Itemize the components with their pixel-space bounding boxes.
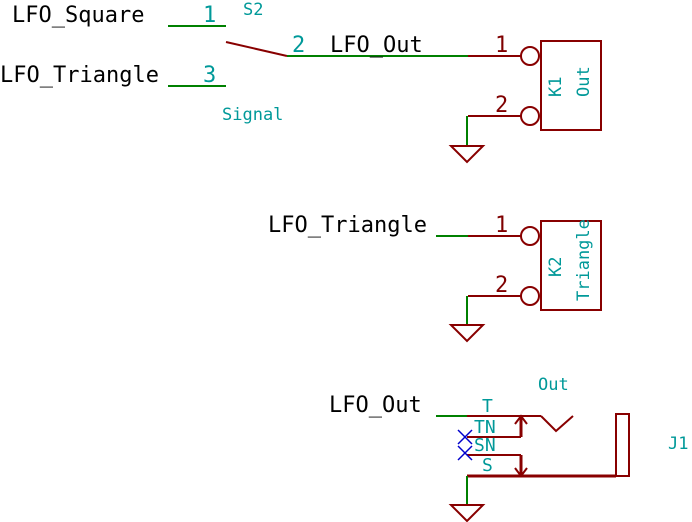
- k2-reference: K2: [546, 257, 566, 277]
- j1-pin-sn: SN: [474, 435, 496, 456]
- k1-reference: K1: [546, 77, 566, 97]
- ground-icon: [448, 145, 486, 164]
- net-label-triangle: LFO_Triangle: [0, 63, 159, 88]
- k2-pin2-socket: [520, 286, 540, 306]
- s2-value: Signal: [222, 105, 283, 125]
- k2-body: [540, 220, 602, 311]
- k1-pin2-socket: [520, 106, 540, 126]
- s2-pin2-number: 2: [292, 33, 305, 58]
- k1-pin1-number: 1: [495, 33, 508, 58]
- k2-pin1-socket: [520, 226, 540, 246]
- j1-pin-t: T: [482, 396, 493, 417]
- no-connect-icon: [457, 445, 473, 461]
- j1-tip-contact: [540, 415, 574, 433]
- ground-icon: [448, 324, 486, 343]
- k1-value: Out: [574, 66, 594, 97]
- k1-pin2-number: 2: [495, 93, 508, 118]
- j1-value: Out: [538, 375, 569, 395]
- no-connect-icon: [457, 429, 473, 445]
- k1-body: [540, 40, 602, 131]
- jack-j1[interactable]: [436, 413, 630, 522]
- j1-pin-s: S: [482, 455, 493, 476]
- k2-pin2-number: 2: [495, 273, 508, 298]
- connector-k1[interactable]: [448, 40, 602, 164]
- k1-pin1-socket: [520, 46, 540, 66]
- k2-value: Triangle: [574, 219, 594, 301]
- connector-k2[interactable]: [436, 220, 602, 343]
- switch-s2[interactable]: [168, 25, 468, 87]
- net-label-out: LFO_Out: [330, 33, 423, 58]
- k2-pin1-number: 1: [495, 213, 508, 238]
- j1-sleeve-body: [615, 413, 630, 477]
- j1-reference: J1: [668, 434, 688, 454]
- ground-icon: [448, 504, 486, 522]
- s2-pin3-number: 3: [203, 63, 216, 88]
- s2-pin1-number: 1: [203, 3, 216, 28]
- net-label-square: LFO_Square: [12, 3, 144, 28]
- j1-pin-tn: TN: [474, 417, 496, 438]
- s2-reference: S2: [243, 0, 263, 20]
- j1-tn-arrow: [514, 414, 528, 425]
- switch-lever: [225, 41, 288, 57]
- net-label-k2: LFO_Triangle: [268, 213, 427, 238]
- net-label-j1: LFO_Out: [329, 393, 422, 418]
